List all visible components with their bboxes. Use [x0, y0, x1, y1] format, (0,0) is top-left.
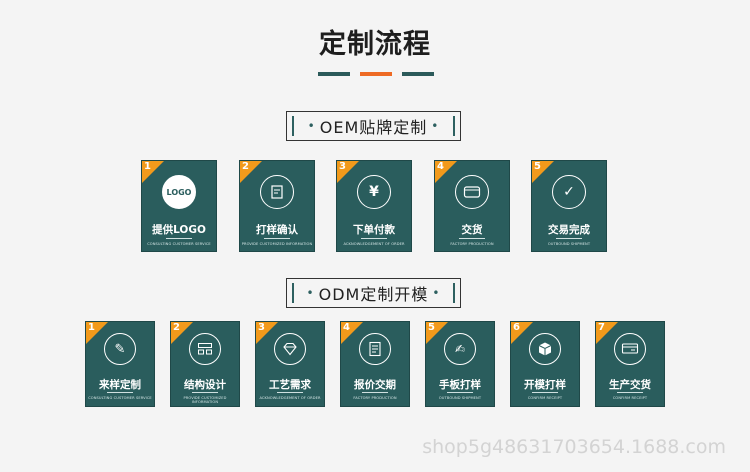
- box-icon: [529, 333, 561, 365]
- odm-step-card: 7 生产交货 CONFIRM RECEIPT: [595, 321, 665, 407]
- step-label: 手板打样: [439, 379, 481, 391]
- step-label: 工艺需求: [269, 379, 311, 391]
- step-number: 3: [258, 322, 265, 333]
- pencil-ruler-icon: ✎: [104, 333, 136, 365]
- step-label: 打样确认: [256, 224, 298, 236]
- step-number: 6: [513, 322, 520, 333]
- step-label: 报价交期: [354, 379, 396, 391]
- step-number: 4: [343, 322, 350, 333]
- step-subtitle: PROVIDE CUSTOMIZED INFORMATION: [183, 396, 227, 404]
- step-label: 生产交货: [609, 379, 651, 391]
- step-number: 5: [534, 161, 541, 172]
- truck-icon: [614, 333, 646, 365]
- oem-step-card: 4 交货 FACTORY PRODUCTION: [434, 160, 510, 252]
- odm-step-card: 2 结构设计 PROVIDE CUSTOMIZED INFORMATION: [170, 321, 240, 407]
- oem-step-card: 2 打样确认 PROVIDE CUSTOMIZED INFORMATION: [239, 160, 315, 252]
- step-subtitle: OUTBOUND SHIPMENT: [547, 242, 591, 246]
- step-subtitle: ACKNOWLEDGEMENT OF ORDER: [259, 396, 321, 400]
- oem-step-card: 3 ¥ 下单付款 ACKNOWLEDGEMENT OF ORDER: [336, 160, 412, 252]
- odm-step-card: 4 报价交期 FACTORY PRODUCTION: [340, 321, 410, 407]
- logo-icon: LOGO: [162, 175, 196, 209]
- edit-icon: ✍: [444, 333, 476, 365]
- oem-step-card: 1 LOGO 提供LOGO CONSULTING CUSTOMER SERVIC…: [141, 160, 217, 252]
- odm-section-heading: •ODM定制开模•: [286, 278, 461, 308]
- step-label: 提供LOGO: [152, 224, 206, 236]
- odm-step-card: 6 开模打样 CONFIRM RECEIPT: [510, 321, 580, 407]
- step-label: 结构设计: [184, 379, 226, 391]
- yen-icon: ¥: [357, 175, 391, 209]
- title-divider: [318, 72, 434, 76]
- step-number: 2: [173, 322, 180, 333]
- step-number: 5: [428, 322, 435, 333]
- step-number: 3: [339, 161, 346, 172]
- odm-step-card: 1 ✎ 来样定制 CONSULTING CUSTOMER SERVICE: [85, 321, 155, 407]
- oem-heading-text: OEM贴牌定制: [319, 118, 428, 137]
- step-label: 下单付款: [353, 224, 395, 236]
- step-label: 开模打样: [524, 379, 566, 391]
- step-subtitle: FACTORY PRODUCTION: [450, 242, 494, 246]
- document-icon: [359, 333, 391, 365]
- step-subtitle: PROVIDE CUSTOMIZED INFORMATION: [241, 242, 313, 246]
- step-subtitle: OUTBOUND SHIPMENT: [438, 396, 482, 400]
- step-number: 1: [144, 161, 151, 172]
- page-title: 定制流程: [319, 29, 431, 60]
- step-subtitle: CONSULTING CUSTOMER SERVICE: [88, 396, 152, 400]
- step-subtitle: CONSULTING CUSTOMER SERVICE: [147, 242, 211, 246]
- step-label: 交易完成: [548, 224, 590, 236]
- step-label: 来样定制: [99, 379, 141, 391]
- odm-step-card: 3 工艺需求 ACKNOWLEDGEMENT OF ORDER: [255, 321, 325, 407]
- step-subtitle: FACTORY PRODUCTION: [353, 396, 397, 400]
- step-number: 1: [88, 322, 95, 333]
- odm-step-card: 5 ✍ 手板打样 OUTBOUND SHIPMENT: [425, 321, 495, 407]
- step-subtitle: CONFIRM RECEIPT: [612, 396, 648, 400]
- step-number: 4: [437, 161, 444, 172]
- wallet-icon: [455, 175, 489, 209]
- checkmark-icon: ✓: [552, 175, 586, 209]
- step-subtitle: ACKNOWLEDGEMENT OF ORDER: [343, 242, 405, 246]
- gem-icon: [274, 333, 306, 365]
- step-number: 7: [598, 322, 605, 333]
- step-subtitle: CONFIRM RECEIPT: [527, 396, 563, 400]
- document-edit-icon: [260, 175, 294, 209]
- oem-step-card: 5 ✓ 交易完成 OUTBOUND SHIPMENT: [531, 160, 607, 252]
- step-label: 交货: [461, 224, 483, 236]
- oem-section-heading: •OEM贴牌定制•: [286, 111, 461, 141]
- layout-icon: [189, 333, 221, 365]
- odm-heading-text: ODM定制开模: [318, 285, 429, 304]
- step-number: 2: [242, 161, 249, 172]
- watermark: shop5g48631703654.1688.com: [422, 436, 726, 458]
